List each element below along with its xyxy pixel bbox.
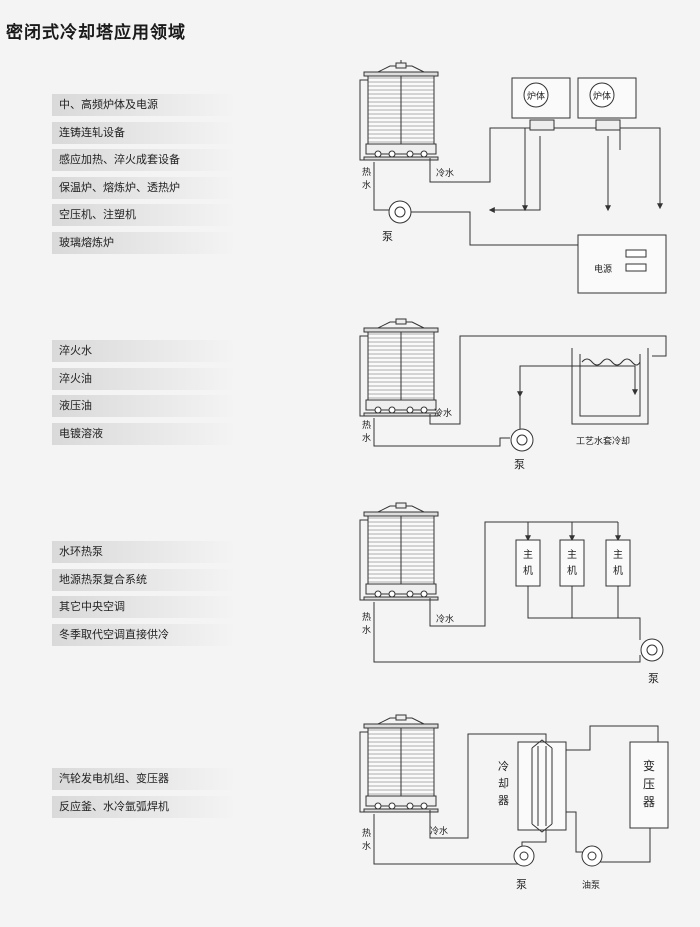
application-list-4: 汽轮发电机组、变压器 反应釜、水冷氩弧焊机 [52, 768, 237, 823]
list-item: 液压油 [52, 395, 237, 417]
transformer: 变 压 器 [629, 741, 669, 829]
list-item: 玻璃熔炼炉 [52, 231, 237, 254]
pump-label: 泵 [648, 672, 659, 685]
pipes [373, 521, 641, 663]
application-list-1: 中、高频炉体及电源 连铸连轧设备 感应加热、淬火成套设备 保温炉、熔炼炉、透热炉… [52, 94, 237, 259]
power-supply: 电源 [577, 234, 667, 294]
host-unit-1: 主 机 [515, 539, 541, 587]
list-item: 汽轮发电机组、变压器 [52, 768, 237, 790]
furnace-label-2: 炉体 [593, 90, 611, 102]
transformer-label-3: 器 [643, 795, 655, 809]
oil-pump [581, 845, 603, 867]
host-unit-3: 主 机 [605, 539, 631, 587]
transformer-label-1: 变 [643, 758, 655, 773]
transformer-label-2: 压 [643, 777, 655, 791]
pump-label: 泵 [514, 458, 525, 471]
hot-water-label-2: 水 [362, 840, 371, 852]
application-list-2: 淬火水 淬火油 液压油 电镀溶液 [52, 340, 237, 450]
cooler-label-1: 冷 [498, 760, 509, 773]
cooling-tower [359, 502, 439, 601]
list-item: 感应加热、淬火成套设备 [52, 149, 237, 171]
application-list-3: 水环热泵 地源热泵复合系统 其它中央空调 冬季取代空调直接供冷 [52, 541, 237, 651]
list-item: 其它中央空调 [52, 596, 237, 618]
hot-water-label-1: 热 [362, 611, 371, 623]
pipes [373, 725, 659, 865]
list-item: 淬火水 [52, 340, 237, 362]
cooler-label-3: 器 [498, 794, 509, 807]
cooler-unit [517, 739, 567, 833]
host-label-1a: 主 [523, 549, 533, 561]
pump [640, 638, 664, 662]
hot-water-label-2: 水 [362, 179, 371, 191]
pump-label: 泵 [382, 230, 393, 243]
cold-water-label: 冷水 [436, 613, 454, 625]
pump [510, 428, 534, 452]
list-item: 中、高频炉体及电源 [52, 94, 237, 116]
diagram-heat-pump: 主 机 主 机 主 机 热 水 冷水 泵 [359, 502, 664, 685]
list-item: 水环热泵 [52, 541, 237, 563]
host-label-3b: 机 [613, 564, 623, 577]
pump [513, 845, 535, 867]
host-label-1b: 机 [523, 564, 533, 577]
pump [388, 200, 412, 224]
cooling-tower [359, 318, 439, 417]
diagram-transformer-cooling: 冷 却 器 变 压 器 热 水 冷水 泵 油泵 [359, 714, 669, 891]
jacket-tank [571, 348, 649, 425]
list-item: 空压机、注塑机 [52, 204, 237, 226]
cooler-label-2: 却 [498, 777, 509, 790]
hot-water-label-1: 热 [362, 827, 371, 839]
list-item: 冬季取代空调直接供冷 [52, 623, 237, 646]
power-supply-label: 电源 [594, 263, 612, 275]
diagram-quench-cooling: 热 水 冷水 泵 工艺水套冷却 [359, 318, 667, 471]
furnace-unit-2: 炉体 [577, 77, 637, 131]
diagram-furnace-cooling: 炉体 炉体 电源 热 水 冷水 泵 [359, 60, 667, 294]
host-label-2b: 机 [567, 564, 577, 577]
list-item: 反应釜、水冷氩弧焊机 [52, 795, 237, 818]
list-item: 地源热泵复合系统 [52, 568, 237, 591]
jacket-cooling-label: 工艺水套冷却 [576, 435, 630, 447]
hot-water-label-1: 热 [362, 166, 371, 178]
host-label-2a: 主 [567, 549, 577, 561]
oil-pump-label: 油泵 [582, 879, 600, 891]
cooling-tower [359, 714, 439, 813]
list-item: 连铸连轧设备 [52, 121, 237, 144]
host-unit-2: 主 机 [559, 539, 585, 587]
cold-water-label: 冷水 [434, 407, 452, 419]
cold-water-label: 冷水 [436, 167, 454, 179]
list-item: 淬火油 [52, 367, 237, 390]
hot-water-label-1: 热 [362, 419, 371, 431]
hot-water-label-2: 水 [362, 624, 371, 636]
cooling-tower [359, 60, 439, 161]
cold-water-label: 冷水 [430, 825, 448, 837]
list-item: 电镀溶液 [52, 422, 237, 445]
hot-water-label-2: 水 [362, 432, 371, 444]
furnace-unit-1: 炉体 [511, 77, 571, 131]
furnace-label-1: 炉体 [527, 90, 545, 102]
host-label-3a: 主 [613, 549, 623, 561]
pump-label: 泵 [516, 878, 527, 891]
page-title: 密闭式冷却塔应用领域 [6, 23, 186, 43]
list-item: 保温炉、熔炼炉、透热炉 [52, 176, 237, 199]
